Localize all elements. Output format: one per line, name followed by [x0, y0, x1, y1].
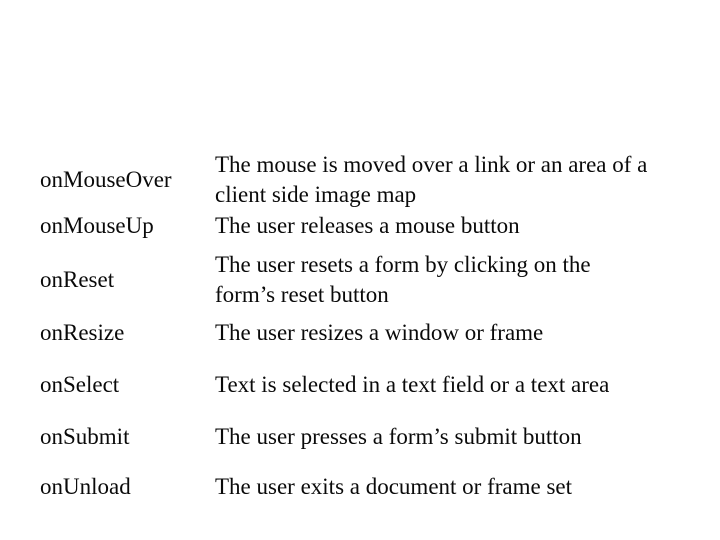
- description-line: The user resizes a window or frame: [215, 320, 544, 345]
- event-handler-table: onMouseOver The mouse is moved over a li…: [40, 0, 690, 540]
- event-name: onResize: [40, 320, 125, 345]
- description-line: The user resets a form by clicking on th…: [215, 252, 591, 277]
- description-line: The user releases a mouse button: [215, 213, 520, 238]
- event-description: The user resets a form by clicking on th…: [215, 250, 690, 310]
- description-line: The user presses a form’s submit button: [215, 424, 582, 449]
- table-row: onMouseUp The user releases a mouse butt…: [40, 211, 690, 241]
- table-row: onUnload The user exits a document or fr…: [40, 472, 690, 502]
- table-row: onMouseOver The mouse is moved over a li…: [40, 150, 690, 210]
- table-row: onReset The user resets a form by clicki…: [40, 250, 690, 310]
- event-description: The user exits a document or frame set: [215, 472, 690, 502]
- description-line: The user exits a document or frame set: [215, 474, 573, 499]
- description-line: client side image map: [215, 182, 417, 207]
- event-description: The user resizes a window or frame: [215, 318, 690, 348]
- description-line: form’s reset button: [215, 282, 389, 307]
- description-line: The mouse is moved over a link or an are…: [215, 152, 648, 177]
- description-line: Text is selected in a text field or a te…: [215, 372, 610, 397]
- event-description: The user presses a form’s submit button: [215, 422, 690, 452]
- table-row: onResize The user resizes a window or fr…: [40, 318, 690, 348]
- event-name: onMouseUp: [40, 213, 154, 238]
- event-name: onReset: [40, 267, 115, 292]
- event-name: onSelect: [40, 372, 120, 397]
- event-description: Text is selected in a text field or a te…: [215, 370, 690, 400]
- event-description: The user releases a mouse button: [215, 211, 690, 241]
- event-name: onMouseOver: [40, 167, 172, 192]
- event-name: onSubmit: [40, 424, 130, 449]
- event-description: The mouse is moved over a link or an are…: [215, 150, 690, 210]
- table-row: onSubmit The user presses a form’s submi…: [40, 422, 690, 452]
- event-name: onUnload: [40, 474, 131, 499]
- table-row: onSelect Text is selected in a text fiel…: [40, 370, 690, 400]
